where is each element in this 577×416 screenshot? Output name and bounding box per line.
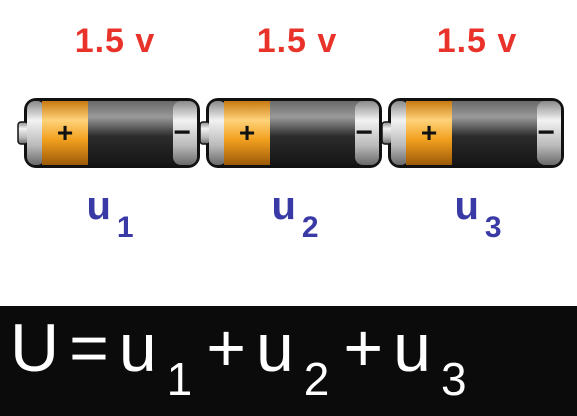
minus-sign-icon: − — [355, 116, 373, 149]
positive-band — [42, 101, 90, 165]
cell-symbol-var: u — [86, 184, 111, 228]
plus-sign-icon: + — [239, 117, 255, 148]
cell-symbol-sub: 3 — [484, 211, 502, 244]
formula-total: U — [10, 310, 60, 386]
formula-term-3-sub: 3 — [440, 353, 467, 405]
battery-cell-2: +− — [199, 92, 390, 174]
positive-band — [406, 101, 454, 165]
cell-symbol-sub: 2 — [301, 211, 319, 244]
positive-terminal-nub — [17, 121, 29, 145]
cell-symbol-sub: 1 — [116, 211, 134, 244]
formula-term-2-sub: 2 — [303, 353, 330, 405]
voltage-label-cell-1: 1.5 v — [74, 22, 156, 60]
formula-term-1-var: u — [118, 310, 157, 386]
positive-terminal-nub — [381, 121, 393, 145]
battery-graphic: +− — [381, 98, 564, 168]
formula-equals: = — [69, 310, 109, 386]
formula-term-3-var: u — [393, 310, 431, 386]
voltage-label-cell-2: 1.5 v — [256, 22, 338, 60]
battery-graphic: +− — [199, 98, 382, 168]
battery-graphic: +− — [17, 98, 200, 168]
battery-cell-3: +− — [381, 92, 572, 174]
cell-symbol-var: u — [271, 184, 296, 228]
formula-term-1-sub: 1 — [166, 353, 193, 405]
cell-symbol-var: u — [454, 184, 479, 228]
positive-terminal-nub — [199, 121, 211, 145]
battery-cell-1: +− — [17, 92, 208, 174]
positive-band — [224, 101, 272, 165]
formula-plus-1: + — [206, 310, 246, 386]
minus-sign-icon: − — [537, 116, 555, 149]
formula-term-2-var: u — [255, 310, 294, 386]
minus-sign-icon: − — [173, 116, 191, 149]
plus-sign-icon: + — [57, 117, 73, 148]
voltage-label-cell-3: 1.5 v — [436, 22, 518, 60]
plus-sign-icon: + — [421, 117, 437, 148]
formula-plus-2: + — [343, 310, 384, 386]
